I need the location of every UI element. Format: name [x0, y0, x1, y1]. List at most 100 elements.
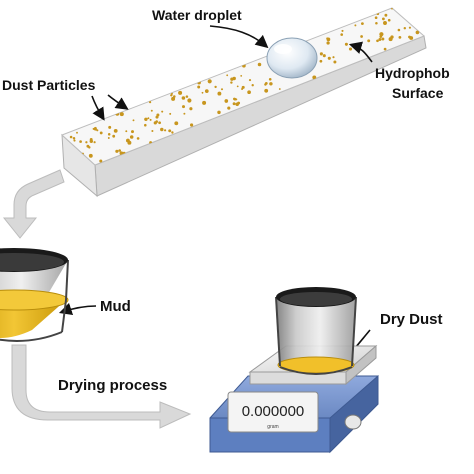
dust-particle — [174, 121, 179, 126]
dust-particle — [125, 138, 130, 143]
dust-particle — [232, 102, 236, 106]
dry-dust-beaker — [275, 287, 357, 375]
dust-particle — [327, 56, 331, 60]
dust-particle — [164, 129, 167, 132]
dust-particle — [397, 28, 401, 32]
dust-particle — [374, 16, 378, 20]
dust-particle — [257, 62, 262, 67]
dust-particle — [408, 26, 411, 29]
dust-particle — [233, 97, 236, 101]
dust-particle — [403, 27, 406, 30]
dust-particle — [171, 131, 174, 134]
scale-unit: gram — [267, 424, 278, 430]
dust-particle — [69, 135, 73, 139]
dust-particle — [189, 107, 193, 111]
dust-particle — [115, 149, 119, 153]
dust-particle — [340, 33, 344, 36]
dust-particle — [89, 138, 93, 141]
dust-particle — [241, 85, 245, 89]
dust-particle — [354, 24, 357, 27]
dust-particle — [398, 36, 402, 39]
dust-particle — [86, 144, 90, 148]
dust-particle — [332, 56, 335, 59]
dust-particle — [96, 129, 99, 132]
dust-particle — [251, 84, 254, 87]
dust-particle — [269, 82, 273, 86]
dust-particle — [173, 95, 176, 98]
dust-particle — [136, 137, 140, 140]
process-arrow-right — [11, 344, 192, 429]
dust-particle — [93, 141, 96, 144]
dust-particle — [158, 121, 161, 125]
dust-particle — [171, 96, 176, 101]
dust-particle — [236, 85, 239, 88]
dust-particle — [226, 74, 229, 77]
dust-particle — [312, 75, 317, 80]
dust-particle — [217, 91, 222, 96]
dust-particle — [189, 123, 194, 127]
dust-particle — [181, 96, 186, 100]
dust-particle — [160, 127, 164, 132]
dust-particle — [79, 140, 82, 143]
dust-particle — [150, 109, 153, 112]
dust-particle — [387, 18, 391, 22]
dust-particle — [230, 77, 234, 81]
dust-particle — [344, 42, 348, 46]
dust-particle — [415, 30, 420, 35]
dust-particle — [361, 22, 364, 25]
dust-particle — [376, 39, 379, 43]
dust-particle — [125, 130, 128, 133]
dust-particle — [156, 113, 160, 117]
dust-particle — [278, 88, 281, 90]
dust-particle — [149, 101, 152, 104]
scale-display — [227, 391, 319, 433]
dust-particle — [112, 134, 116, 138]
mud-beaker — [0, 248, 69, 342]
dust-particle — [319, 59, 323, 63]
dust-particle — [99, 131, 103, 135]
label-hydrophobic-line2: Surface — [392, 85, 444, 101]
dust-particle — [378, 38, 382, 41]
dust-particle — [247, 90, 251, 95]
dust-particle — [131, 130, 134, 134]
dust-particle — [108, 125, 112, 129]
dust-particle — [202, 100, 207, 105]
scale-reading: 0.000000 — [242, 403, 305, 420]
dust-particle — [113, 129, 118, 133]
dust-particle — [72, 136, 76, 140]
dust-particle — [197, 85, 201, 89]
dust-particle — [107, 137, 110, 139]
water-droplet — [266, 37, 318, 79]
dust-particle — [383, 21, 387, 25]
dust-particle — [149, 118, 152, 121]
dust-particle — [348, 47, 353, 51]
dust-particle — [92, 127, 95, 130]
dust-particle — [326, 37, 331, 42]
dust-particle — [268, 77, 272, 81]
dust-particle — [381, 37, 385, 41]
dust-particle — [169, 112, 172, 115]
dust-particle — [118, 149, 122, 152]
dust-particle — [326, 41, 330, 45]
dust-particle — [178, 90, 183, 95]
dust-particle — [408, 35, 411, 39]
balance-scale — [209, 344, 379, 454]
dust-particle — [204, 89, 209, 93]
dust-particle — [153, 121, 157, 125]
dust-particle — [367, 39, 371, 43]
label-mud: Mud — [100, 298, 131, 315]
dust-particle — [147, 117, 150, 120]
dust-particle — [88, 153, 93, 158]
dust-particle — [320, 53, 323, 56]
dust-particle — [383, 47, 387, 51]
dust-particle — [182, 105, 185, 109]
dust-particle — [168, 129, 172, 133]
dust-particle — [144, 123, 147, 127]
dust-particle — [73, 139, 76, 142]
label-hydrophobic-line1: Hydrophob — [375, 65, 450, 81]
dust-particle — [227, 106, 231, 110]
dust-particle — [207, 79, 212, 84]
dust-particle — [119, 112, 124, 117]
